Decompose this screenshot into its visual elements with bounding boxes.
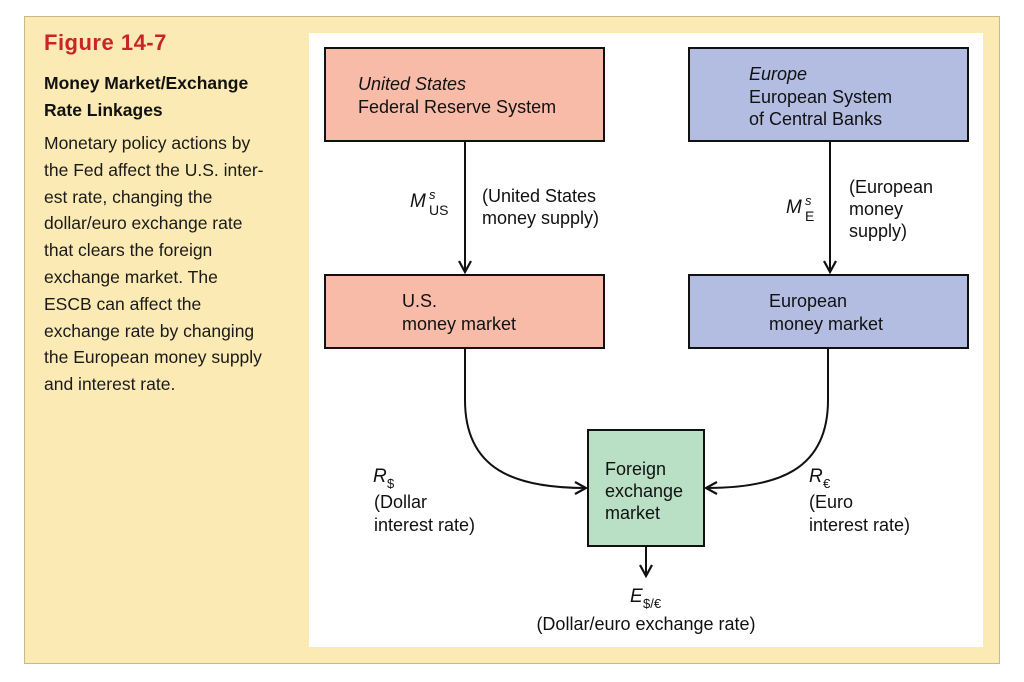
exchange-rate-desc: (Dollar/euro exchange rate) <box>536 614 755 634</box>
fx-market-line2: exchange <box>605 481 683 501</box>
eu-rate-desc-line2: interest rate) <box>809 515 910 535</box>
fx-market-line3: market <box>605 503 660 523</box>
us-money-market-box <box>324 274 605 349</box>
figure-title: Money Market/Exchange Rate Linkages <box>44 70 294 124</box>
description-line: ESCB can affect the <box>44 293 202 314</box>
description-line: Monetary policy actions by <box>44 133 251 153</box>
figure-title-line: Money Market/Exchange <box>44 73 249 93</box>
us-supply-sub: US <box>429 202 448 218</box>
us-fed-name: Federal Reserve System <box>358 97 556 117</box>
figure-description: Monetary policy actions by the Fed affec… <box>44 130 294 398</box>
escb-name-line2: of Central Banks <box>749 109 882 129</box>
exchange-rate-sub: $/€ <box>643 596 662 611</box>
eu-supply-desc-line2: money <box>849 199 903 219</box>
eu-rate-sub: € <box>823 476 831 491</box>
fx-market-line1: Foreign <box>605 459 666 479</box>
figure-caption: Figure 14-7 Money Market/Exchange Rate L… <box>44 30 294 398</box>
us-fed-box <box>324 47 605 142</box>
eu-supply-sup: s <box>805 193 812 208</box>
description-line: exchange market. The <box>44 266 218 287</box>
us-rate-sub: $ <box>387 476 395 491</box>
us-money-market-line2: money market <box>402 314 516 334</box>
eu-money-market-line2: money market <box>769 314 883 334</box>
escb-box <box>688 47 969 142</box>
eu-supply-symbol: M <box>786 197 802 218</box>
escb-region: Europe <box>749 64 807 84</box>
description-line: dollar/euro exchange rate <box>44 213 243 234</box>
us-supply-symbol: M <box>410 191 426 212</box>
eu-supply-desc-line3: supply) <box>849 221 907 241</box>
us-supply-desc-line2: money supply) <box>482 208 599 228</box>
us-rate-symbol: R <box>373 466 387 487</box>
figure-number: Figure 14-7 <box>44 30 167 55</box>
description-line: est rate, changing the <box>44 186 213 207</box>
us-supply-desc-line1: (United States <box>482 186 596 206</box>
eu-money-market-box <box>688 274 969 349</box>
us-rate-desc-line2: interest rate) <box>374 515 475 535</box>
us-fed-region: United States <box>358 74 466 94</box>
eu-rate-arrow <box>706 348 829 488</box>
us-rate-desc-line1: (Dollar <box>374 492 427 512</box>
description-line: and interest rate. <box>44 374 176 395</box>
eu-money-market-line1: European <box>769 291 847 311</box>
escb-name-line1: European System <box>749 87 892 107</box>
description-line: that clears the foreign <box>44 240 213 261</box>
us-supply-sup: s <box>429 187 436 202</box>
eu-supply-sub: E <box>805 208 814 224</box>
figure-title-line: Rate Linkages <box>44 100 163 120</box>
eu-supply-desc-line1: (European <box>849 177 933 197</box>
us-money-market-line1: U.S. <box>402 291 437 311</box>
exchange-rate-symbol: E <box>630 586 643 607</box>
eu-rate-desc-line1: (Euro <box>809 492 853 512</box>
description-line: exchange rate by changing <box>44 320 255 341</box>
us-rate-arrow <box>464 348 586 488</box>
description-line: the European money supply <box>44 347 262 368</box>
description-line: the Fed affect the U.S. inter- <box>44 159 264 180</box>
eu-rate-symbol: R <box>809 466 823 487</box>
